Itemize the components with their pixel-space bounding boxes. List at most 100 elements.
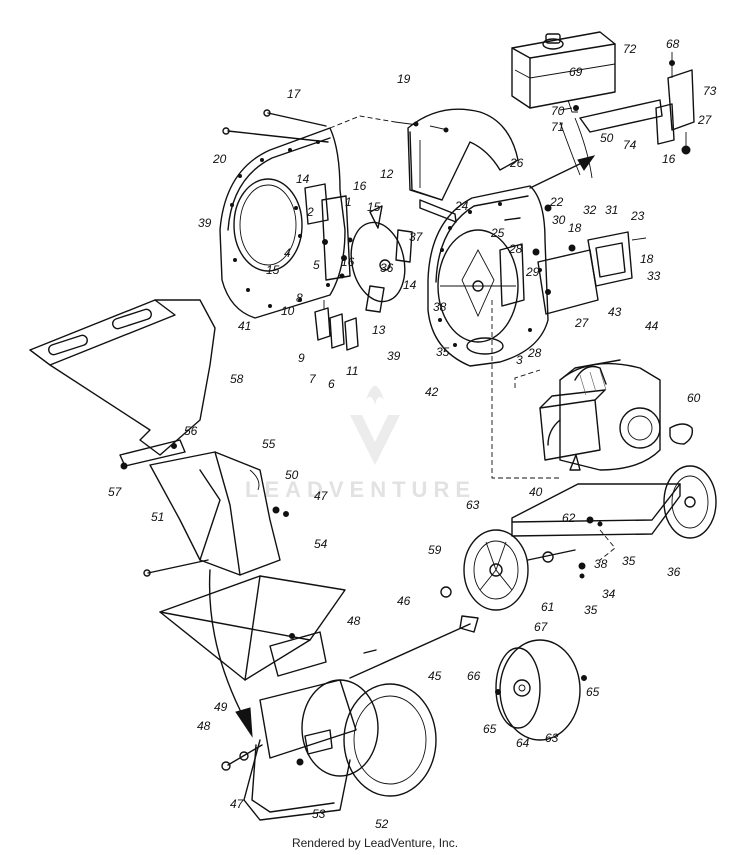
footer-credit: Rendered by LeadVenture, Inc. (291, 836, 459, 850)
chipper-chute (149, 451, 281, 576)
callout-40: 40 (529, 485, 543, 499)
discharge-chute (394, 108, 519, 201)
callout-18: 18 (640, 252, 654, 266)
base-frame (511, 483, 681, 537)
callout-71: 71 (551, 120, 564, 134)
callout-68: 68 (666, 37, 680, 51)
callout-4: 4 (284, 246, 291, 260)
rear-wheel (663, 465, 717, 539)
mounting-frame (243, 679, 437, 821)
callout-55: 55 (262, 437, 276, 451)
callout-42: 42 (425, 385, 439, 399)
callout-58: 58 (230, 372, 244, 386)
callout-52: 52 (375, 817, 389, 831)
callout-69: 69 (569, 65, 583, 79)
callout-35: 35 (436, 345, 450, 359)
callout-16: 16 (353, 179, 367, 193)
tank-bracket (559, 52, 695, 179)
callout-49: 49 (214, 700, 228, 714)
callout-13: 13 (372, 323, 386, 337)
chute-bolts (120, 443, 289, 577)
axle-parts (440, 549, 586, 598)
callout-25: 25 (490, 226, 505, 240)
callout-15: 15 (367, 200, 381, 214)
callout-27: 27 (574, 316, 590, 330)
impeller-assembly (304, 183, 413, 313)
callout-15: 15 (266, 263, 280, 277)
callout-23: 23 (630, 209, 645, 223)
inner-housing (419, 185, 552, 367)
callout-9: 9 (298, 351, 305, 365)
callout-66: 66 (467, 669, 481, 683)
callout-45: 45 (428, 669, 442, 683)
callout-19: 19 (397, 72, 411, 86)
bracket-bolts (221, 744, 263, 771)
callout-28: 28 (527, 346, 542, 360)
callout-1: 1 (345, 195, 352, 209)
callout-34: 34 (602, 587, 616, 601)
callout-43: 43 (608, 305, 622, 319)
outer-housing (219, 127, 346, 319)
watermark-text: LEADVENTURE (245, 477, 476, 502)
bag-handle (532, 231, 647, 315)
callout-54: 54 (314, 537, 328, 551)
callout-36: 36 (380, 261, 394, 275)
callout-62: 62 (562, 511, 576, 525)
callout-44: 44 (645, 319, 659, 333)
callout-41: 41 (238, 319, 251, 333)
callout-2: 2 (306, 205, 314, 219)
callout-39: 39 (198, 216, 212, 230)
callout-63: 63 (545, 731, 559, 745)
callout-38: 38 (433, 300, 447, 314)
callout-35: 35 (622, 554, 636, 568)
axle-rod (349, 615, 479, 679)
callout-73: 73 (703, 84, 717, 98)
callout-57: 57 (108, 485, 123, 499)
watermark: LEADVENTURE (245, 386, 476, 502)
callout-28: 28 (508, 242, 523, 256)
fuel-tank (511, 31, 616, 113)
callout-50: 50 (285, 468, 299, 482)
callout-30: 30 (552, 213, 566, 227)
callout-47: 47 (230, 797, 245, 811)
callout-39: 39 (387, 349, 401, 363)
callout-20: 20 (212, 152, 227, 166)
callout-65: 65 (483, 722, 497, 736)
callout-17: 17 (287, 87, 302, 101)
callout-14: 14 (403, 278, 417, 292)
callout-8: 8 (296, 291, 303, 305)
callout-72: 72 (623, 42, 637, 56)
callout-14: 14 (296, 172, 310, 186)
callout-74: 74 (623, 138, 637, 152)
callout-labels: 72 68 69 73 70 71 27 74 50 16 17 19 20 2… (108, 37, 717, 831)
callout-12: 12 (380, 167, 394, 181)
mount-arrow (208, 569, 253, 738)
callout-29: 29 (525, 265, 540, 279)
callout-64: 64 (516, 736, 530, 750)
lower-wheel (495, 639, 587, 741)
callout-47: 47 (314, 489, 329, 503)
callout-31: 31 (605, 203, 618, 217)
assembly-arrow (529, 155, 596, 189)
callout-46: 46 (397, 594, 411, 608)
callout-35: 35 (584, 603, 598, 617)
callout-6: 6 (328, 377, 335, 391)
callout-24: 24 (454, 199, 469, 213)
callout-22: 22 (549, 195, 564, 209)
callout-16: 16 (341, 255, 355, 269)
callout-56: 56 (184, 424, 198, 438)
callout-63: 63 (466, 498, 480, 512)
callout-70: 70 (551, 104, 565, 118)
callout-38: 38 (594, 557, 608, 571)
callout-50: 50 (600, 131, 614, 145)
callout-11: 11 (346, 364, 358, 378)
callout-67: 67 (534, 620, 549, 634)
lower-hopper (159, 575, 346, 681)
callout-51: 51 (151, 510, 164, 524)
callout-60: 60 (687, 391, 701, 405)
shear-blades (314, 300, 359, 351)
callout-5: 5 (313, 258, 320, 272)
callout-36: 36 (667, 565, 681, 579)
callout-48: 48 (347, 614, 361, 628)
